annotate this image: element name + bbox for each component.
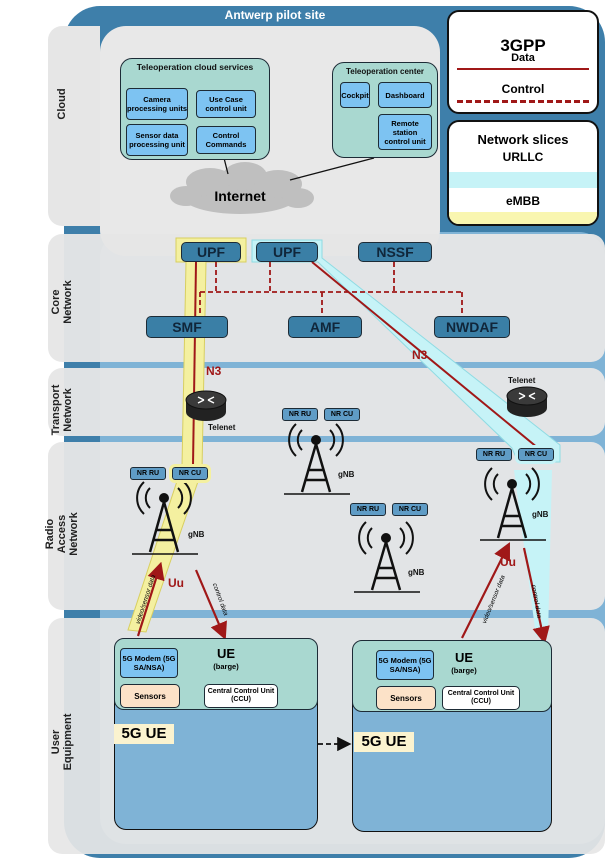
nr-cu-left: NR CU [169, 464, 211, 483]
n3-right-line [311, 261, 539, 449]
ue-right-subtitle: (barge) [451, 666, 477, 675]
ue-left-title: UE [216, 646, 236, 661]
n3-left-line [192, 261, 197, 467]
cloud-services-title: Teleoperation cloud services [136, 62, 254, 72]
use-case-control-box: Use Case control unit [196, 90, 256, 118]
gnb-center2-label: gNB [408, 568, 425, 577]
nr-ru-center2: NR RU [350, 503, 386, 516]
router-right-label: Telenet [508, 376, 536, 385]
urllc-slice-path [251, 239, 561, 463]
remote-station-box: Remote station control unit [378, 114, 432, 150]
gnb-left-label: gNB [188, 530, 205, 539]
urllc-slice-link [514, 470, 552, 636]
upf-left-box: UPF [181, 242, 241, 262]
camera-processing-box: Camera processing units [126, 88, 188, 120]
uu-right-label: Uu [500, 555, 516, 569]
uu-right-downlink [522, 547, 550, 645]
dashboard-box: Dashboard [378, 82, 432, 108]
gnb-tower-center2 [354, 521, 420, 593]
gnb-tower-left [132, 481, 198, 555]
ue-left-subtitle: (barge) [213, 662, 239, 671]
control-lines [199, 262, 463, 316]
nr-ru-center1: NR RU [282, 408, 318, 421]
nr-ru-left: NR RU [130, 467, 166, 480]
uu-left-uplink [136, 561, 165, 637]
upf-right-box: UPF [256, 242, 318, 262]
router-left-shape [185, 390, 227, 421]
nwdaf-box: NWDAF [434, 316, 510, 338]
nssf-box: NSSF [358, 242, 432, 262]
ue-left-modem: 5G Modem (5G SA/NSA) [120, 648, 178, 678]
legend-control-line [457, 100, 589, 103]
legend-slices-title: Network slices [477, 132, 569, 147]
legend-3gpp-title: 3GPP [500, 36, 546, 55]
n3-right-label: N3 [412, 348, 428, 362]
ue-left-tag: 5G UE [114, 724, 174, 744]
control-commands-box: Control Commands [196, 126, 256, 154]
sensor-processing-box: Sensor data processing unit [126, 124, 188, 156]
ue-right-tag: 5G UE [354, 732, 414, 752]
legend-slices: Network slices URLLC eMBB [447, 120, 599, 226]
nr-cu-right: NR CU [515, 445, 557, 464]
uu-left-downlink [194, 569, 227, 641]
router-left-label: Telenet [208, 423, 236, 432]
ue-right-title: UE [454, 650, 474, 665]
teleop-center-title: Teleoperation center [345, 67, 425, 76]
cockpit-box: Cockpit [340, 82, 370, 108]
nr-cu-center2: NR CU [392, 503, 428, 516]
legend-data-label: Data [511, 52, 535, 64]
legend-embb-swatch [449, 212, 597, 224]
ue-left-ccu: Central Control Unit (CCU) [204, 684, 278, 708]
legend-urllc-swatch [449, 172, 597, 188]
gnb-tower-center1 [284, 423, 350, 495]
internet-label: Internet [214, 188, 266, 204]
n3-left-label: N3 [206, 364, 222, 378]
ue-left-sensors: Sensors [120, 684, 180, 708]
legend-urllc-label: URLLC [502, 150, 544, 164]
smf-box: SMF [146, 316, 228, 338]
internet-cloud-shape [170, 162, 314, 214]
legend-3gpp: 3GPP Data Control [447, 10, 599, 114]
legend-control-label: Control [501, 82, 545, 96]
nr-cu-center1: NR CU [324, 408, 360, 421]
legend-embb-label: eMBB [505, 194, 540, 208]
embb-slice-path [127, 237, 247, 633]
band-cloud [48, 26, 100, 226]
gnb-right-label: gNB [532, 510, 549, 519]
ue-right-ccu: Central Control Unit (CCU) [442, 686, 520, 710]
ue-right-modem: 5G Modem (5G SA/NSA) [376, 650, 434, 680]
gnb-center1-label: gNB [338, 470, 355, 479]
uu-right-uplink [461, 542, 510, 639]
amf-box: AMF [288, 316, 362, 338]
uu-left-label: Uu [168, 576, 184, 590]
site-title: Antwerp pilot site [224, 8, 326, 22]
ue-right-sensors: Sensors [376, 686, 436, 710]
nr-ru-right: NR RU [476, 448, 512, 461]
band-core [48, 234, 605, 362]
gnb-tower-right [480, 467, 546, 541]
router-right-shape [506, 386, 548, 417]
legend-data-line [457, 68, 589, 70]
